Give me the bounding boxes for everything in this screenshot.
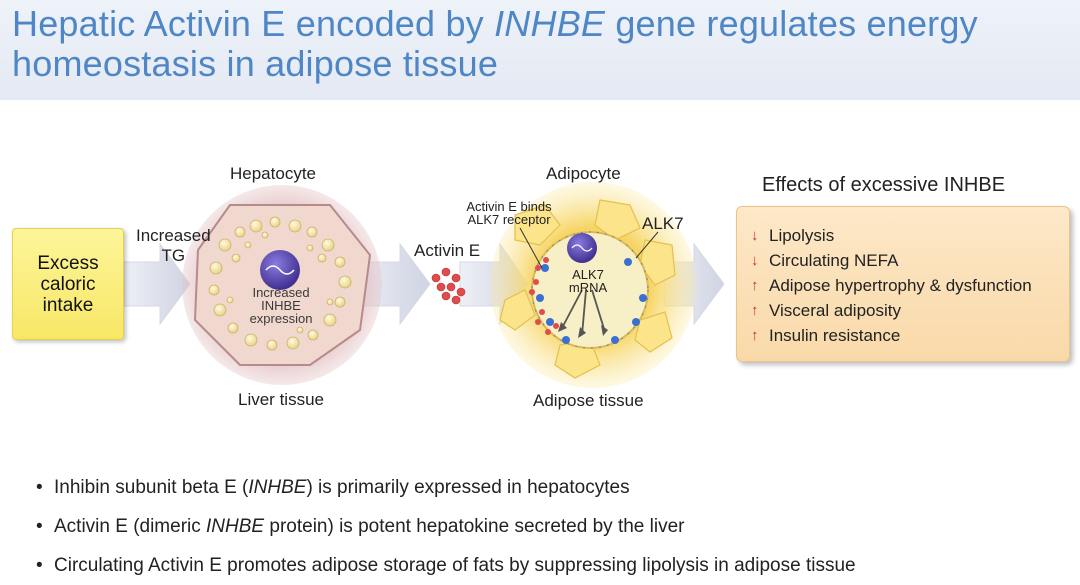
effect-item: ↑ Visceral adiposity (751, 298, 1032, 323)
arrow-down-icon: ↓ (751, 252, 759, 269)
alk7-mrna-line1: ALK7 (572, 267, 604, 282)
title-bar: Hepatic Activin E encoded by INHBE gene … (0, 0, 1080, 100)
effect-label: Visceral adiposity (769, 301, 901, 320)
effect-item: ↑ Adipose hypertrophy & dysfunction (751, 273, 1032, 298)
inhbe-line2: INHBE (261, 298, 301, 313)
arrow-down-icon: ↓ (751, 227, 759, 244)
title-line2: homeostasis in adipose tissue (12, 43, 499, 84)
excess-caloric-intake-box: Excess caloric intake (12, 228, 124, 340)
arrow-up-icon: ↑ (751, 277, 759, 294)
activin-molecules (431, 267, 466, 305)
alk7-mrna-label: ALK7 mRNA (560, 268, 616, 294)
effect-item: ↑ Insulin resistance (751, 323, 1032, 348)
title-part2: gene regulates energy (605, 3, 978, 44)
increased-tg-line1: Increased (136, 226, 211, 245)
liver-tissue-label: Liver tissue (238, 390, 324, 409)
excess-line2: caloric (40, 273, 96, 295)
effect-label: Insulin resistance (769, 326, 901, 345)
alk7-mrna-line2: mRNA (568, 280, 608, 295)
alk7-pointer (635, 231, 659, 259)
effect-label: Adipose hypertrophy & dysfunction (769, 276, 1032, 295)
hepatocyte-label: Hepatocyte (230, 164, 316, 183)
excess-line1: Excess (37, 252, 99, 274)
increased-tg-label: Increased TG (136, 226, 211, 266)
adipose-tissue-label: Adipose tissue (533, 391, 644, 410)
adipocyte-cell (490, 182, 696, 388)
activin-binds-label: Activin E binds ALK7 receptor (456, 200, 562, 226)
arrow-up-icon: ↑ (751, 327, 759, 344)
inhbe-line3: expression (249, 311, 313, 326)
title-part1: Hepatic Activin E encoded by (12, 3, 495, 44)
excess-line3: intake (42, 294, 94, 316)
alk7-label: ALK7 (642, 214, 684, 233)
bullet-text-end: protein) is potent hepatokine secreted b… (264, 516, 685, 537)
effects-list: ↓ Lipolysis ↓ Circulating NEFA ↑ Adipose hype… (751, 223, 1032, 348)
increased-tg-line2: TG (161, 246, 186, 265)
bullet-text: Activin E (dimeric (54, 516, 207, 537)
bullet-gene: INHBE (206, 516, 265, 537)
activin-e-label: Activin E (414, 241, 481, 260)
arrow-to-liver (123, 242, 191, 326)
bullet-gene: INHBE (248, 477, 307, 498)
effect-item: ↓ Circulating NEFA (751, 248, 1032, 273)
bullet-text: Circulating Activin E promotes adipose s… (54, 555, 856, 576)
effects-title: Effects of excessive INHBE (762, 174, 1006, 196)
bullet-list: Inhibin subunit beta E (INHBE) is primar… (34, 468, 856, 585)
bullet-item: Circulating Activin E promotes adipose s… (34, 546, 856, 585)
activin-binds-pointer (519, 227, 543, 269)
effects-box: ↓ Lipolysis ↓ Circulating NEFA ↑ Adipose hype… (736, 206, 1070, 362)
bullet-item: Inhibin subunit beta E (INHBE) is primar… (34, 468, 856, 507)
bullet-item: Activin E (dimeric INHBE protein) is pot… (34, 507, 856, 546)
page-title: Hepatic Activin E encoded by INHBE gene … (12, 4, 1072, 84)
adipocyte-label: Adipocyte (546, 164, 621, 183)
bullet-text-end: ) is primarily expressed in hepatocytes (306, 477, 630, 498)
hepatocyte-cell (182, 185, 382, 385)
inhbe-line1: Increased (252, 285, 310, 300)
effect-label: Circulating NEFA (769, 251, 899, 270)
arrow-up-icon: ↑ (751, 302, 759, 319)
title-gene: INHBE (494, 3, 606, 44)
effect-label: Lipolysis (769, 226, 835, 245)
activin-binds-line1: Activin E binds (466, 199, 552, 214)
bullet-text: Inhibin subunit beta E ( (54, 477, 249, 498)
activin-binds-line2: ALK7 receptor (467, 212, 551, 227)
effect-item: ↓ Lipolysis (751, 223, 1032, 248)
inhbe-expression-label: Increased INHBE expression (236, 286, 326, 325)
